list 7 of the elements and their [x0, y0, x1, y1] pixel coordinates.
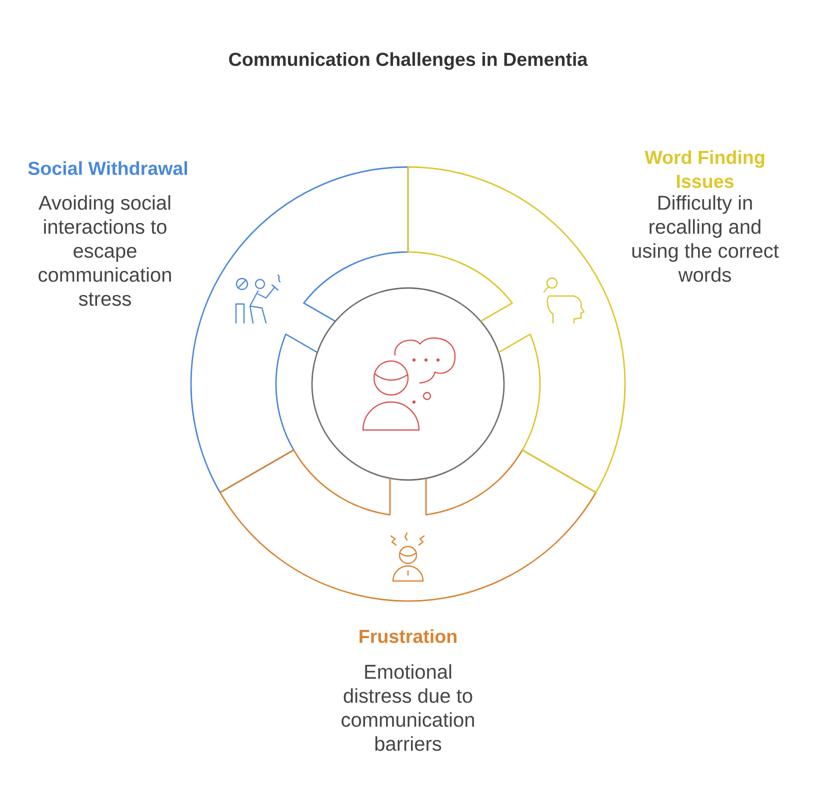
- segment-title: Social Withdrawal: [28, 161, 188, 175]
- segment-description: Difficulty in recalling and using the correct words: [632, 195, 779, 282]
- segment-description: Avoiding social interactions to escape communication stress: [38, 195, 171, 306]
- segment-title: Word Finding Issues: [644, 150, 764, 188]
- segment-title: Frustration: [360, 629, 456, 643]
- diagram-title: Communication Challenges in Dementia: [229, 52, 588, 70]
- segment-description: Emotional distress due to communication barriers: [342, 664, 474, 751]
